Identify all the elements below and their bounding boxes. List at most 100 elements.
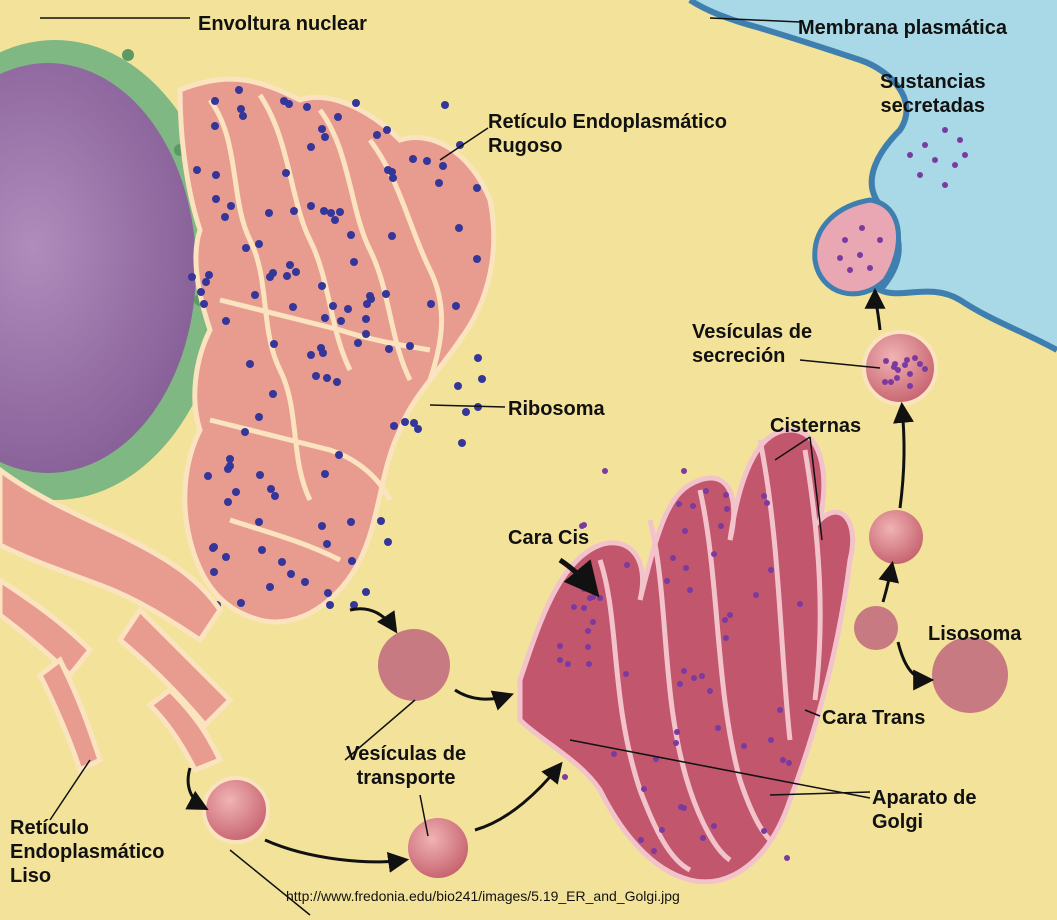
cargo-dot (586, 661, 592, 667)
secreted-dot (952, 162, 958, 168)
cargo-dot (581, 586, 587, 592)
cargo-dot (670, 555, 676, 561)
ribosome (235, 86, 243, 94)
ribosome (329, 302, 337, 310)
label-rough-er: Retículo Endoplasmático Rugoso (488, 111, 727, 157)
ribosome (352, 99, 360, 107)
cargo-dot (664, 578, 670, 584)
ribosome-dots (188, 86, 486, 609)
ribosome (362, 330, 370, 338)
secreted-dot (867, 265, 873, 271)
ribosome (292, 268, 300, 276)
cargo-dot (718, 523, 724, 529)
ribosome (382, 290, 390, 298)
label-nuclear-envelope: Envoltura nuclear (198, 13, 367, 35)
ribosome (226, 455, 234, 463)
source-url: http://www.fredonia.edu/bio241/images/5.… (286, 888, 680, 904)
cargo-dot (602, 468, 608, 474)
ribosome (409, 155, 417, 163)
ribosome (326, 601, 334, 609)
ribosome (427, 300, 435, 308)
ribosome (321, 314, 329, 322)
cargo-dot (687, 587, 693, 593)
cargo-dot (764, 500, 770, 506)
transport-vesicle (408, 818, 468, 878)
secreted-dot (957, 137, 963, 143)
secreted-dot (859, 225, 865, 231)
ribosome (256, 471, 264, 479)
ribosome (205, 271, 213, 279)
cargo-dot (651, 848, 657, 854)
ribosome (414, 425, 422, 433)
secreted-dot (932, 157, 938, 163)
ribosome (335, 451, 343, 459)
ribosome (318, 282, 326, 290)
ribosome (278, 558, 286, 566)
ribosome (350, 601, 358, 609)
secreted-dot (842, 237, 848, 243)
cargo-dot (724, 506, 730, 512)
ribosome (251, 291, 259, 299)
ribosome (323, 374, 331, 382)
ribosome (458, 439, 466, 447)
ribosome (347, 518, 355, 526)
ribosome (390, 422, 398, 430)
label-transport-vesicles: Vesículas de transporte (346, 743, 467, 789)
ribosome (197, 288, 205, 296)
cargo-dot (715, 725, 721, 731)
rough-er (177, 76, 497, 625)
ribosome (348, 557, 356, 565)
ribosome (383, 126, 391, 134)
cargo-dot (590, 619, 596, 625)
ribosome (334, 113, 342, 121)
ribosome (362, 315, 370, 323)
cargo-dot (894, 375, 900, 381)
ribosome (401, 418, 409, 426)
ribosome (237, 599, 245, 607)
ribosome (227, 202, 235, 210)
ribosome (270, 340, 278, 348)
cargo-dot (683, 565, 689, 571)
ribosome (320, 207, 328, 215)
cargo-dot (557, 643, 563, 649)
cargo-dot (571, 604, 577, 610)
ribosome (312, 372, 320, 380)
smooth-er (0, 466, 234, 774)
cargo-dot (892, 361, 898, 367)
cargo-dot (691, 675, 697, 681)
cargo-dot (682, 528, 688, 534)
budding-vesicle (854, 606, 898, 650)
cargo-dot (681, 468, 687, 474)
ribosome (242, 244, 250, 252)
cargo-dot (723, 492, 729, 498)
ribosome (307, 351, 315, 359)
plasma-membrane (688, 0, 1057, 353)
ribosome (255, 518, 263, 526)
cargo-dot (703, 488, 709, 494)
ribosome (321, 470, 329, 478)
cargo-dot (585, 628, 591, 634)
cargo-dot (611, 751, 617, 757)
cargo-dot (711, 551, 717, 557)
ribosome (209, 544, 217, 552)
cargo-dot (623, 671, 629, 677)
transport-vesicle-budding (202, 776, 270, 844)
cargo-dot (786, 760, 792, 766)
nucleus (0, 40, 225, 500)
flow-arrows (185, 287, 935, 873)
secreted-dot (847, 267, 853, 273)
ribosome (255, 240, 263, 248)
secreted-substances-dots (837, 127, 968, 273)
ribosome (336, 208, 344, 216)
ribosome (435, 179, 443, 187)
ribosome (237, 105, 245, 113)
ribosome (423, 157, 431, 165)
cargo-dot (882, 379, 888, 385)
ribosome (406, 342, 414, 350)
vesicle (869, 510, 923, 564)
label-smooth-er: Retículo Endoplasmático Liso (10, 817, 165, 887)
label-ribosome: Ribosoma (508, 398, 605, 420)
cargo-dot (638, 837, 644, 843)
ribosome (221, 213, 229, 221)
cargo-dot (722, 617, 728, 623)
